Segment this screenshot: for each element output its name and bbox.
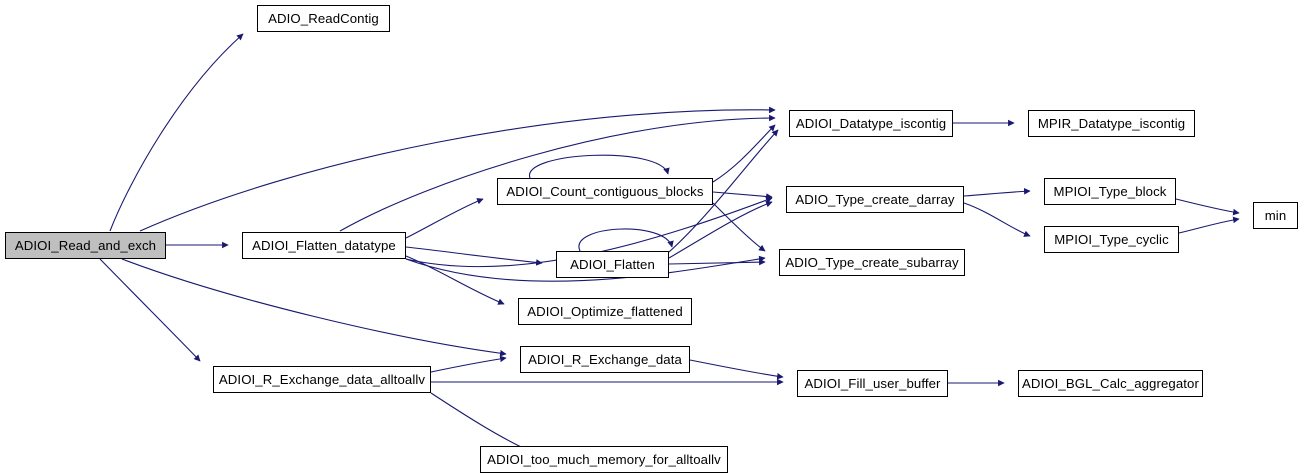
graph-node-type_create_darray[interactable]: ADIO_Type_create_darray bbox=[786, 186, 964, 213]
graph-node-label: ADIOI_R_Exchange_data bbox=[528, 351, 682, 367]
graph-node-label: ADIOI_Fill_user_buffer bbox=[804, 375, 941, 391]
graph-node-readcontig[interactable]: ADIO_ReadContig bbox=[257, 5, 390, 32]
graph-node-r_exchange_data[interactable]: ADIOI_R_Exchange_data bbox=[520, 346, 690, 373]
graph-node-flatten_datatype[interactable]: ADIOI_Flatten_datatype bbox=[242, 232, 406, 259]
call-edge bbox=[139, 106, 776, 232]
call-edge bbox=[405, 255, 505, 305]
graph-node-label: MPIOI_Type_cyclic bbox=[1054, 231, 1169, 247]
call-edge bbox=[712, 202, 766, 252]
call-edge bbox=[121, 258, 507, 357]
graph-node-type_create_subarray[interactable]: ADIO_Type_create_subarray bbox=[779, 249, 965, 276]
graph-node-label: ADIO_Type_create_subarray bbox=[785, 254, 959, 270]
graph-node-mpioi_type_block[interactable]: MPIOI_Type_block bbox=[1044, 178, 1176, 205]
graph-node-label: ADIOI_Read_and_exch bbox=[14, 237, 157, 253]
call-edge bbox=[963, 188, 1031, 197]
graph-node-read_and_exch[interactable]: ADIOI_Read_and_exch bbox=[5, 232, 166, 259]
graph-node-datatype_iscontig[interactable]: ADIOI_Datatype_iscontig bbox=[789, 110, 953, 137]
graph-node-bgl_calc_aggregator[interactable]: ADIOI_BGL_Calc_aggregator bbox=[1018, 370, 1203, 397]
call-edge bbox=[963, 202, 1031, 237]
graph-node-mpir_datatype[interactable]: MPIR_Datatype_iscontig bbox=[1028, 110, 1195, 137]
call-edge bbox=[712, 124, 776, 183]
self-loop-edge bbox=[578, 228, 674, 252]
call-edge bbox=[99, 258, 201, 362]
graph-node-label: ADIOI_Flatten_datatype bbox=[252, 237, 396, 253]
call-edge bbox=[405, 198, 484, 239]
graph-node-label: ADIOI_R_Exchange_data_alltoallv bbox=[218, 371, 426, 387]
graph-node-label: ADIOI_Datatype_iscontig bbox=[795, 115, 947, 131]
call-edge bbox=[689, 359, 784, 380]
graph-node-label: ADIOI_Optimize_flattened bbox=[527, 303, 683, 319]
call-edge bbox=[1175, 198, 1240, 216]
call-edge bbox=[1178, 216, 1240, 234]
call-edge bbox=[430, 355, 507, 373]
call-edge bbox=[430, 392, 531, 452]
graph-node-count_contig_blocks[interactable]: ADIOI_Count_contiguous_blocks bbox=[497, 178, 713, 205]
graph-node-mpioi_type_cyclic[interactable]: MPIOI_Type_cyclic bbox=[1044, 226, 1179, 253]
call-edge bbox=[109, 33, 244, 232]
graph-node-label: min bbox=[1264, 207, 1287, 223]
graph-node-label: ADIO_Type_create_darray bbox=[795, 191, 955, 207]
graph-node-label: ADIOI_too_much_memory_for_alltoallv bbox=[487, 451, 721, 467]
self-loop-edge bbox=[529, 154, 670, 179]
graph-node-label: ADIOI_Count_contiguous_blocks bbox=[506, 183, 704, 199]
graph-node-optimize_flattened[interactable]: ADIOI_Optimize_flattened bbox=[518, 298, 692, 325]
call-edge bbox=[668, 258, 766, 266]
graph-node-label: ADIOI_Flatten bbox=[570, 256, 655, 272]
call-edge bbox=[405, 246, 543, 266]
graph-node-label: MPIR_Datatype_iscontig bbox=[1037, 115, 1186, 131]
graph-node-label: ADIOI_BGL_Calc_aggregator bbox=[1022, 375, 1199, 391]
graph-node-fill_user_buffer[interactable]: ADIOI_Fill_user_buffer bbox=[797, 370, 948, 397]
call-edge bbox=[712, 191, 773, 200]
call-edge bbox=[668, 200, 773, 259]
graph-node-label: MPIOI_Type_block bbox=[1053, 183, 1167, 199]
graph-node-flatten[interactable]: ADIOI_Flatten bbox=[556, 251, 669, 278]
graph-node-r_exchange_alltoallv[interactable]: ADIOI_R_Exchange_data_alltoallv bbox=[213, 366, 431, 393]
graph-node-min[interactable]: min bbox=[1253, 202, 1298, 229]
call-edge bbox=[339, 114, 776, 232]
graph-node-too_much_memory[interactable]: ADIOI_too_much_memory_for_alltoallv bbox=[480, 446, 728, 473]
graph-node-label: ADIO_ReadContig bbox=[268, 10, 379, 26]
